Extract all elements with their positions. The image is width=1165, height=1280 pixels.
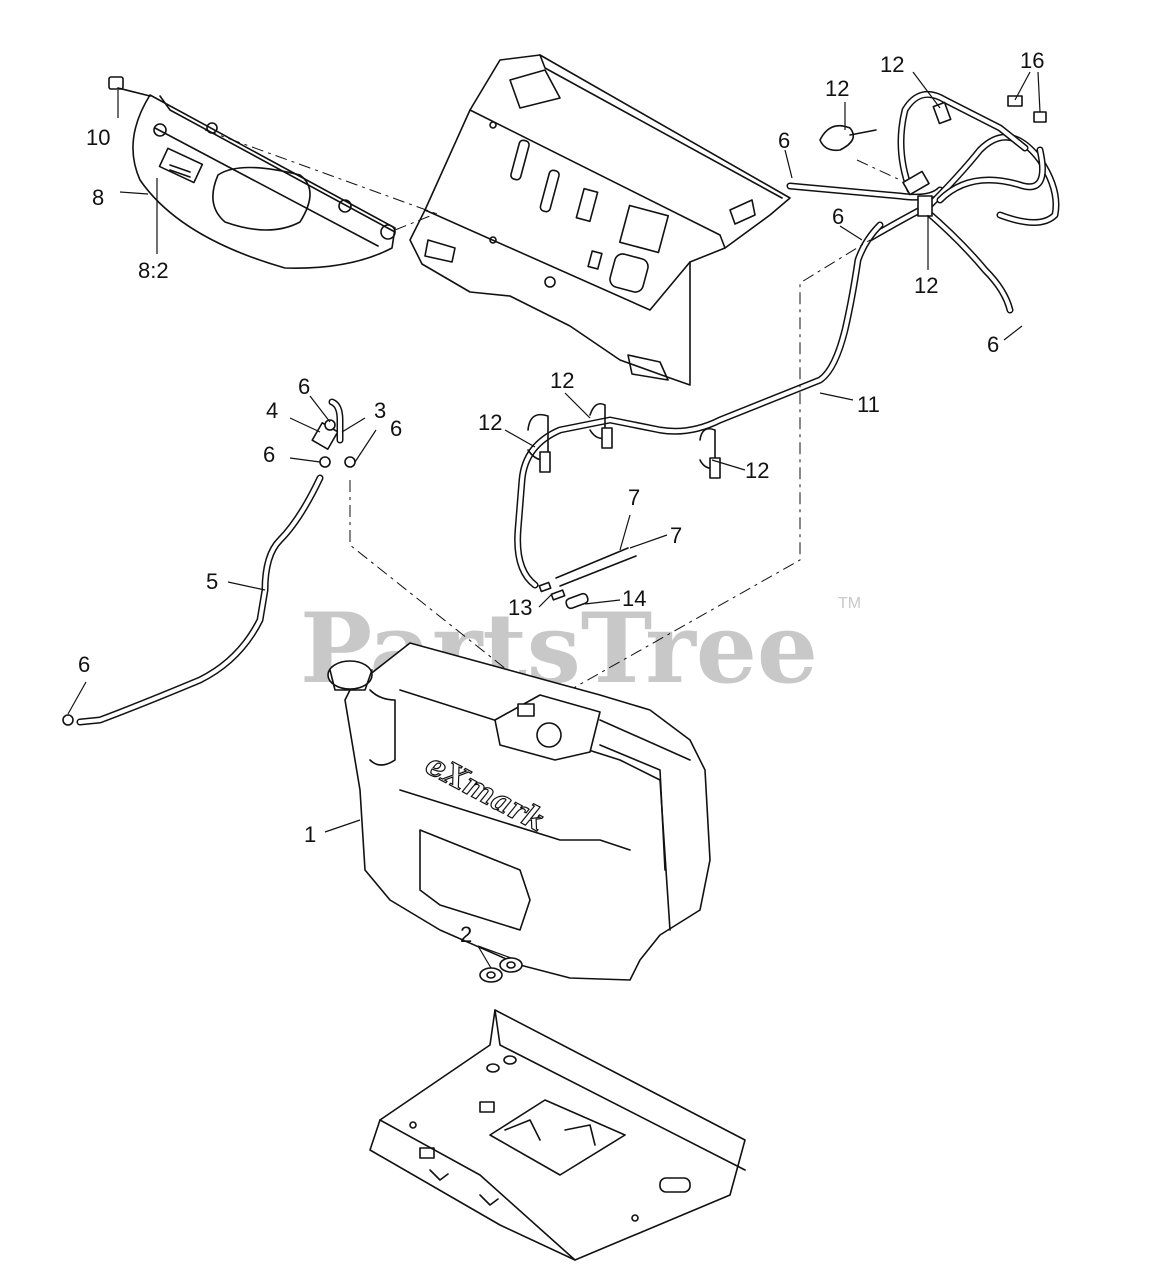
hose-clamp xyxy=(527,413,549,462)
left-hose-assembly xyxy=(62,398,356,726)
callout-12: 12 xyxy=(825,76,849,101)
callout-12: 12 xyxy=(745,458,769,483)
callout-8: 8 xyxy=(92,185,104,210)
callout-labels: 10 8 8:2 12 12 16 6 6 12 6 11 12 12 12 7… xyxy=(78,48,1044,947)
callout-6: 6 xyxy=(778,128,790,153)
callout-11: 11 xyxy=(857,392,880,417)
callout-16: 16 xyxy=(1020,48,1044,73)
callout-12: 12 xyxy=(880,52,904,77)
callout-6: 6 xyxy=(390,416,402,441)
frame-bracket xyxy=(409,54,791,386)
decal-label xyxy=(158,147,204,184)
callout-3: 3 xyxy=(374,398,386,423)
cable-tie-loose xyxy=(819,124,855,152)
mounting-plate xyxy=(369,1009,746,1261)
callout-6: 6 xyxy=(298,374,310,399)
callout-2: 2 xyxy=(460,922,472,947)
small-fittings xyxy=(538,547,637,610)
callout-12: 12 xyxy=(478,410,502,435)
callout-6: 6 xyxy=(78,652,90,677)
callout-1: 1 xyxy=(304,822,316,847)
fuel-tank xyxy=(327,642,711,981)
watermark-trademark: TM xyxy=(838,595,861,612)
callout-5: 5 xyxy=(206,569,218,594)
grommets xyxy=(479,957,523,983)
callout-12: 12 xyxy=(914,273,938,298)
callout-6: 6 xyxy=(987,332,999,357)
leader-lines xyxy=(67,71,1041,969)
callout-7: 7 xyxy=(670,523,682,548)
hose-clamp xyxy=(699,427,716,470)
callout-12: 12 xyxy=(550,368,574,393)
callout-10: 10 xyxy=(86,125,110,150)
callout-4: 4 xyxy=(266,398,278,423)
callout-13: 13 xyxy=(508,595,532,620)
harness-assembly xyxy=(786,90,1060,314)
callout-6: 6 xyxy=(263,442,275,467)
callout-8-2: 8:2 xyxy=(138,258,169,283)
callout-14: 14 xyxy=(622,586,646,611)
callout-7: 7 xyxy=(628,485,640,510)
side-cover-panel xyxy=(132,94,396,269)
harness-hose xyxy=(514,221,884,589)
callout-6: 6 xyxy=(832,204,844,229)
hose-clamp xyxy=(589,402,606,440)
bolt xyxy=(108,76,151,97)
